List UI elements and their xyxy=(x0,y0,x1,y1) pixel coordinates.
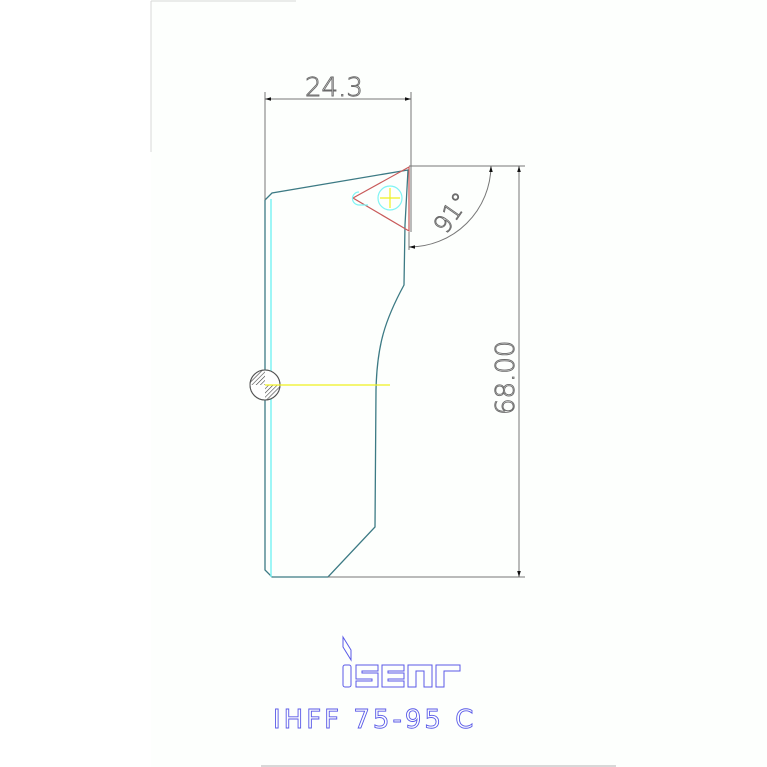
insert xyxy=(351,165,410,233)
part-number: IHFF 75-95 C xyxy=(273,705,476,735)
dimension-width xyxy=(264,92,412,232)
dimension-angle xyxy=(408,165,493,250)
tool-outline xyxy=(264,169,409,578)
dimension-angle-label: 91° xyxy=(428,188,475,239)
dimension-height-label: 68.00 xyxy=(491,341,521,415)
sheet-frame xyxy=(150,0,616,767)
iscar-logo xyxy=(342,635,461,688)
dimension-width-label: 24.3 xyxy=(305,73,363,103)
